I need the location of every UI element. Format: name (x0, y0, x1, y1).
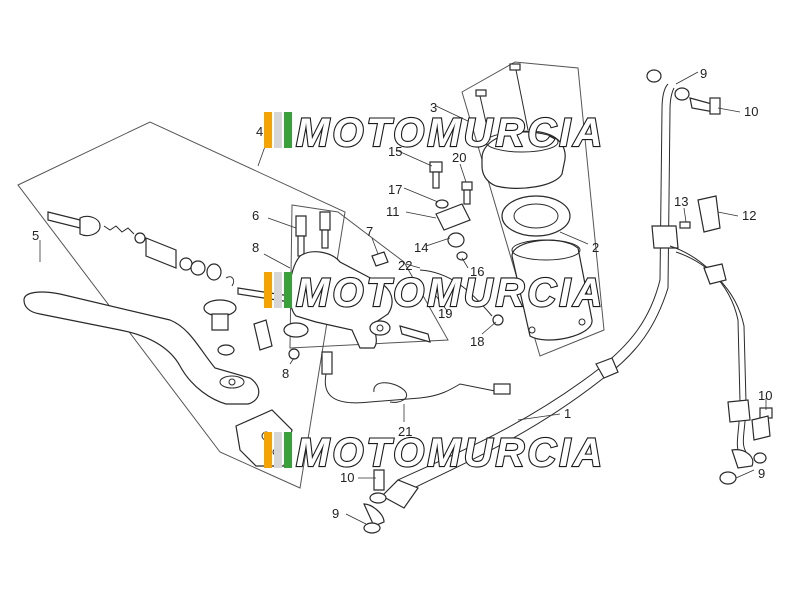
watermark-stripe-green (284, 272, 292, 308)
callout-2: 2 (592, 240, 599, 255)
reservoir-screws (475, 63, 529, 141)
callout-1: 1 (564, 406, 571, 421)
callout-20: 20 (452, 150, 466, 165)
callout-5: 5 (32, 228, 39, 243)
callout-labels: 1 2 3 4 5 6 7 8 8 9 9 9 10 10 10 11 12 1… (32, 66, 772, 521)
bolt-20 (461, 181, 473, 205)
callout-4: 4 (256, 124, 263, 139)
brake-switch-screw (399, 325, 431, 343)
adjuster-pin-stack (47, 211, 235, 287)
callout-9-bottom: 9 (332, 506, 339, 521)
reservoir-diaphragm (501, 195, 571, 237)
pivot-bolt (203, 299, 237, 331)
master-cylinder-body (283, 251, 393, 349)
brake-hose-main (363, 83, 679, 527)
lever-assembly-frame (17, 121, 346, 489)
reservoir-bracket-11 (435, 203, 471, 231)
watermark-stripe-grey (274, 432, 282, 468)
callout-16: 16 (470, 264, 484, 279)
callout-9-right: 9 (758, 466, 765, 481)
callout-9-top: 9 (700, 66, 707, 81)
callout-12: 12 (742, 208, 756, 223)
bushing-sleeve (253, 319, 273, 351)
brake-light-switch-wire (321, 351, 511, 404)
callout-3: 3 (430, 100, 437, 115)
watermark-stripe-green (284, 112, 292, 148)
banjo-bolt-top (646, 69, 721, 115)
watermark-stripe-orange (264, 112, 272, 148)
watermark-middle: MOTOMURCIA (264, 270, 605, 316)
hose-clip-12 (697, 195, 721, 233)
callout-13: 13 (674, 194, 688, 209)
screw-15 (429, 161, 443, 189)
watermark-stripe-orange (264, 272, 272, 308)
callout-10-top: 10 (744, 104, 758, 119)
banjo-bolt-bottom (363, 469, 387, 534)
callout-7: 7 (366, 224, 373, 239)
clip-16 (456, 251, 468, 261)
washer-8 (288, 348, 300, 360)
watermark-stripe-green (284, 432, 292, 468)
callout-18: 18 (470, 334, 484, 349)
watermark-stripe-grey (274, 272, 282, 308)
callout-11: 11 (386, 204, 400, 219)
reservoir-cap (481, 130, 566, 189)
watermark-stripe-grey (274, 112, 282, 148)
banjo-fitting-7 (371, 251, 389, 267)
reservoir-body (511, 239, 593, 341)
watermark-top: MOTOMURCIA (264, 110, 605, 156)
grommet-14 (447, 232, 465, 248)
watermark-text: MOTOMURCIA (296, 111, 605, 155)
watermark-text: MOTOMURCIA (296, 431, 605, 475)
callout-8-lower: 8 (282, 366, 289, 381)
watermark-stripe-orange (264, 432, 272, 468)
brake-hose-branch (669, 245, 754, 469)
washer-small (217, 344, 235, 356)
callout-10-bottom: 10 (340, 470, 354, 485)
brake-lever (23, 291, 260, 405)
callout-19: 19 (438, 306, 452, 321)
leader-lines (39, 71, 767, 525)
callout-17: 17 (388, 182, 402, 197)
callout-6: 6 (252, 208, 259, 223)
callout-10-right: 10 (758, 388, 772, 403)
callout-15: 15 (388, 144, 402, 159)
callout-21: 21 (398, 424, 412, 439)
watermark-bottom: MOTOMURCIA (264, 430, 605, 476)
washer-17 (435, 199, 449, 209)
watermark-text: MOTOMURCIA (296, 271, 605, 315)
callout-8-upper: 8 (252, 240, 259, 255)
screw-13 (679, 221, 691, 229)
callout-14: 14 (414, 240, 428, 255)
callout-22: 22 (398, 258, 412, 273)
clamp-bolts (295, 211, 331, 257)
